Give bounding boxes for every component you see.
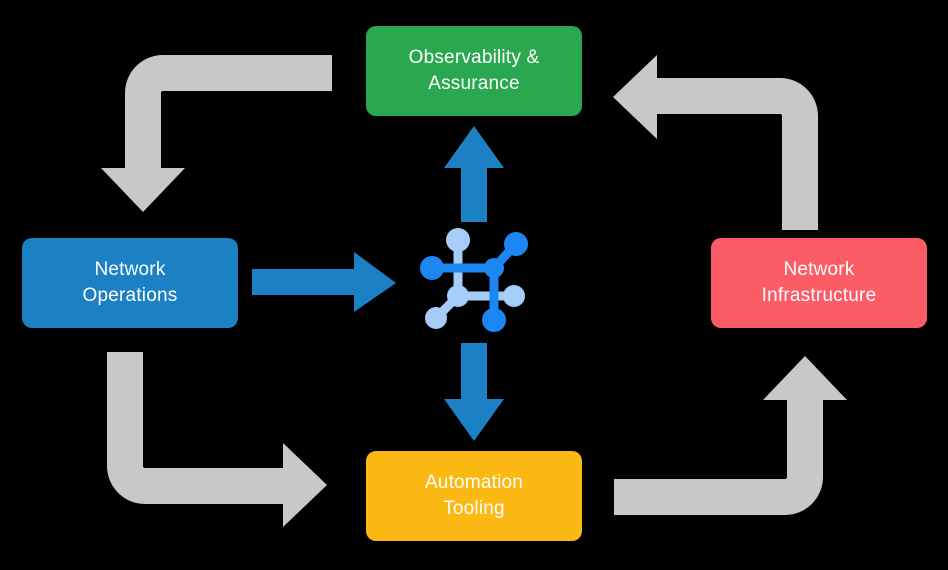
node-automation-tooling[interactable]: Automation Tooling xyxy=(366,451,582,541)
node-observability-line1: Observability & xyxy=(408,47,540,69)
node-network-operations[interactable]: Network Operations xyxy=(22,238,238,328)
arrow-operations-to-automation xyxy=(107,352,327,527)
topology-nodes xyxy=(420,228,528,332)
node-network-infrastructure[interactable]: Network Infrastructure xyxy=(711,238,927,328)
arrow-infrastructure-to-observability xyxy=(613,55,818,230)
node-operations-line1: Network xyxy=(94,259,166,281)
node-automation-line2: Tooling xyxy=(443,498,505,519)
node-observability-line2: Assurance xyxy=(428,73,520,94)
topology-links-secondary xyxy=(427,235,519,323)
node-operations-label: Network Operations xyxy=(83,257,178,308)
node-infrastructure-label: Network Infrastructure xyxy=(762,257,877,308)
node-infrastructure-line2: Infrastructure xyxy=(761,285,877,306)
arrow-center-to-observability xyxy=(444,126,504,222)
arrow-center-to-automation xyxy=(444,343,504,441)
network-topology-icon xyxy=(420,228,528,332)
arrow-observability-to-operations xyxy=(101,55,332,212)
node-operations-line2: Operations xyxy=(82,285,178,306)
arrow-operations-to-center xyxy=(252,252,396,312)
node-observability-assurance[interactable]: Observability & Assurance xyxy=(366,26,582,116)
node-observability-label: Observability & Assurance xyxy=(409,45,540,96)
node-automation-label: Automation Tooling xyxy=(425,470,523,521)
arrow-automation-to-infrastructure xyxy=(614,356,847,515)
node-infrastructure-line1: Network xyxy=(783,259,855,281)
node-automation-line1: Automation xyxy=(424,472,524,494)
